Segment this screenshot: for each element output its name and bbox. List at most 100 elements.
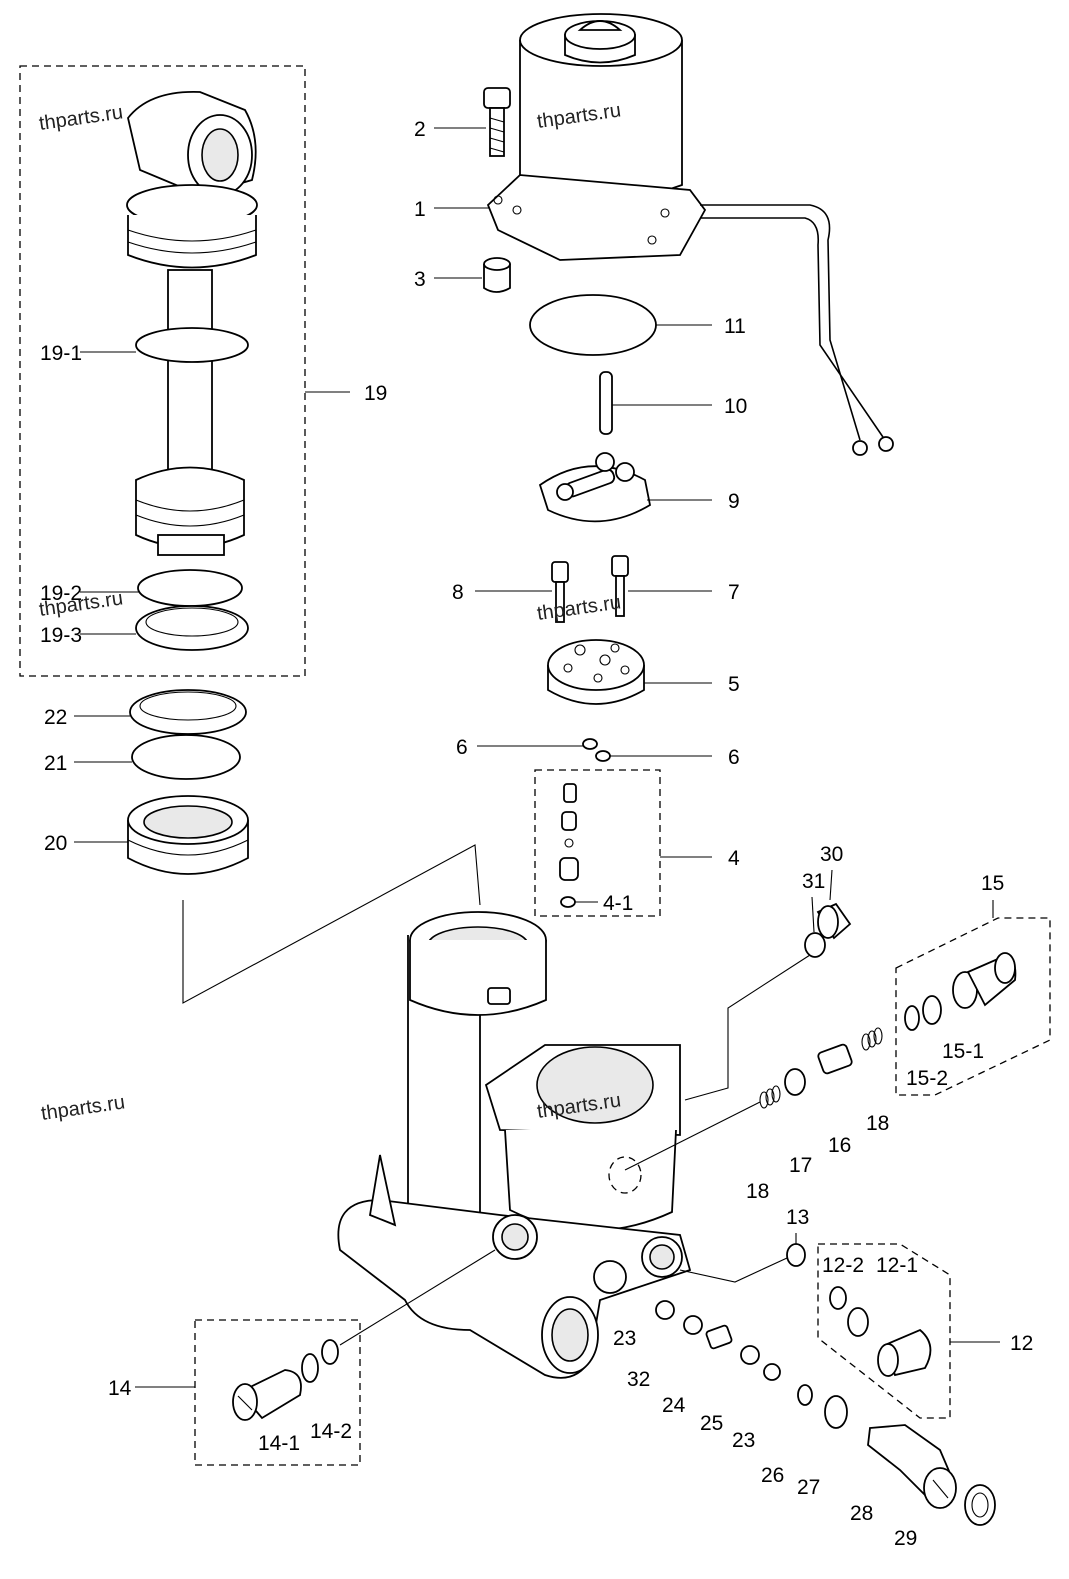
watermark: thparts.ru <box>536 591 623 625</box>
callout-12-2: 12-2 <box>822 1254 864 1277</box>
pump-housing <box>337 911 692 1379</box>
oring-11 <box>529 294 657 356</box>
callout-4-1: 4-1 <box>603 892 633 915</box>
watermark: thparts.ru <box>38 101 125 135</box>
callout-13: 13 <box>786 1206 809 1229</box>
ring-19-2 <box>137 569 243 607</box>
callout-12-1: 12-1 <box>876 1254 918 1277</box>
group-box-19 <box>19 65 306 677</box>
callout-10: 10 <box>724 395 747 418</box>
callout-19-1: 19-1 <box>40 342 82 365</box>
callout-29: 29 <box>894 1527 917 1550</box>
oring-26 <box>797 1384 813 1406</box>
callout-14-1: 14-1 <box>258 1432 300 1455</box>
valve-16 <box>817 1043 853 1075</box>
oring-6a <box>582 738 598 750</box>
circlip-29 <box>964 1484 996 1526</box>
seal-17 <box>784 1068 806 1096</box>
ring-22 <box>129 689 247 735</box>
check-valve-group-4 <box>534 769 661 917</box>
port-23 <box>593 1260 627 1294</box>
callout-19-2: 19-2 <box>40 582 82 605</box>
pump-gear-9 <box>538 452 652 523</box>
power-trim-motor <box>486 13 894 456</box>
watermark: thparts.ru <box>40 1091 127 1125</box>
callout-30: 30 <box>820 843 843 866</box>
connector-line-20 <box>182 844 481 1004</box>
oring-13 <box>786 1243 806 1267</box>
oring-6b <box>595 750 611 762</box>
oring-14-2 <box>321 1339 339 1365</box>
callout-28: 28 <box>850 1502 873 1525</box>
ring-21 <box>131 734 241 780</box>
terminal-b <box>878 436 894 452</box>
callout-16: 16 <box>828 1134 851 1157</box>
oring-12-2 <box>829 1286 847 1310</box>
callout-18b: 18 <box>866 1112 889 1135</box>
screw-8 <box>551 561 569 623</box>
callout-15-2: 15-2 <box>906 1067 948 1090</box>
callout-20: 20 <box>44 832 67 855</box>
oring-19-1 <box>135 327 249 363</box>
callout-labels: 2 1 3 11 10 9 8 7 5 6 6 4 4-1 19-1 19 19… <box>40 118 1033 1550</box>
pin-10 <box>599 371 613 435</box>
callout-15: 15 <box>981 872 1004 895</box>
screw-7 <box>611 555 629 617</box>
spring-32 <box>683 1315 703 1335</box>
spring-18b <box>861 1027 883 1051</box>
callout-9: 9 <box>728 490 740 513</box>
plug-30 <box>816 902 852 940</box>
leader-lines <box>74 127 1000 1388</box>
callout-23a: 23 <box>613 1327 636 1350</box>
callout-23b: 23 <box>732 1429 755 1452</box>
callout-18a: 18 <box>746 1180 769 1203</box>
callout-11: 11 <box>724 315 746 338</box>
callout-8: 8 <box>452 581 464 604</box>
spring-18a <box>759 1085 781 1109</box>
callout-25: 25 <box>700 1412 723 1435</box>
valve-group-12 <box>817 1243 951 1419</box>
bolt-2 <box>483 87 511 157</box>
callout-27: 27 <box>797 1476 820 1499</box>
callout-31: 31 <box>802 870 825 893</box>
callout-19: 19 <box>364 382 387 405</box>
callout-19-3: 19-3 <box>40 624 82 647</box>
callout-3: 3 <box>414 268 426 291</box>
valve-24 <box>705 1324 733 1350</box>
oring-27 <box>824 1395 848 1429</box>
valve-group-14 <box>194 1249 496 1466</box>
oring-15-2 <box>904 1005 920 1031</box>
callout-21: 21 <box>44 752 67 775</box>
oring-31 <box>804 932 826 958</box>
callout-6a: 6 <box>456 736 468 759</box>
ring-19-3 <box>135 605 249 651</box>
oring-14-1 <box>301 1353 319 1383</box>
callout-5: 5 <box>728 673 740 696</box>
callout-14: 14 <box>108 1377 132 1400</box>
callout-24: 24 <box>662 1394 686 1417</box>
callout-1: 1 <box>414 198 426 221</box>
oring-15-1 <box>922 995 942 1025</box>
washer-23b <box>763 1363 781 1381</box>
terminal-a <box>852 440 868 456</box>
callout-22: 22 <box>44 706 67 729</box>
callout-14-2: 14-2 <box>310 1420 352 1443</box>
callout-12: 12 <box>1010 1332 1033 1355</box>
collar-3 <box>483 257 511 293</box>
oring-12-1 <box>847 1307 869 1337</box>
callout-4: 4 <box>728 847 740 870</box>
callout-15-1: 15-1 <box>942 1040 984 1063</box>
callout-6b: 6 <box>728 746 740 769</box>
callout-26: 26 <box>761 1464 784 1487</box>
callout-2: 2 <box>414 118 426 141</box>
callout-32: 32 <box>627 1368 650 1391</box>
callout-17: 17 <box>789 1154 812 1177</box>
manual-valve-28 <box>867 1424 957 1509</box>
tilt-cylinder-assembly <box>19 65 306 677</box>
callout-7: 7 <box>728 581 740 604</box>
valve-group-15 <box>895 917 1051 1096</box>
cylinder-rings <box>127 689 249 875</box>
spring-25 <box>740 1345 760 1365</box>
washer-23a <box>655 1300 675 1320</box>
